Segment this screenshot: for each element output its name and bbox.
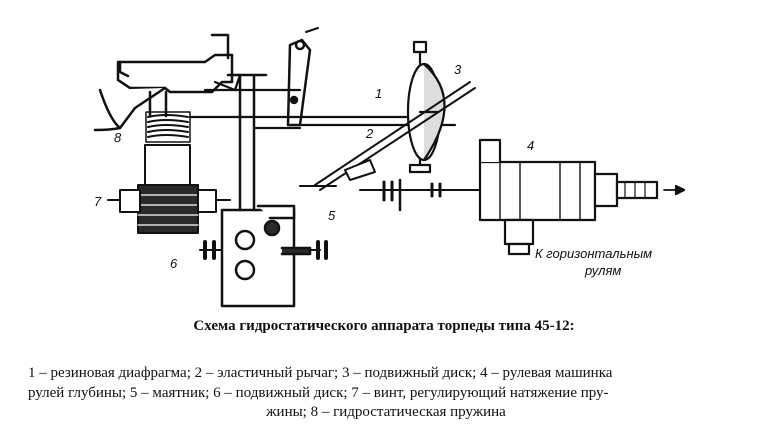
legend-line-1: 1 – резиновая диафрагма; 2 – эластичный … xyxy=(28,365,613,381)
annotation-line-1: К горизонтальным xyxy=(535,246,652,261)
label-3: 3 xyxy=(454,62,462,77)
hydrostatic-spring xyxy=(145,111,191,143)
legend-line-2: рулей глубины; 5 – маятник; 6 – подвижны… xyxy=(28,384,609,401)
hydrostatic-apparatus-diagram: 1 2 3 4 5 6 7 8 К горизонтальным рулям xyxy=(93,27,686,308)
frame-bracket xyxy=(93,33,234,132)
label-6: 6 xyxy=(170,256,178,271)
label-4: 4 xyxy=(527,138,534,153)
vertical-lever xyxy=(286,27,319,127)
elastic-lever xyxy=(299,81,476,191)
diagram-caption: Схема гидростатического аппарата торпеды… xyxy=(193,318,575,334)
label-1: 1 xyxy=(375,86,382,101)
annotation-line-2: рулям xyxy=(584,263,621,278)
label-2: 2 xyxy=(365,126,374,141)
steering-rod xyxy=(359,178,481,212)
legend-line-3: жины; 8 – гидростатическая пружина xyxy=(266,404,506,420)
steering-machine xyxy=(478,138,686,256)
label-5: 5 xyxy=(328,208,336,223)
linkage-rods xyxy=(188,73,457,130)
spring-housing xyxy=(107,144,231,234)
diaphragm-assembly xyxy=(406,40,446,174)
label-8: 8 xyxy=(114,130,122,145)
label-7: 7 xyxy=(94,194,102,209)
pendulum xyxy=(199,73,328,308)
legend: 1 – резиновая диафрагма; 2 – эластичный … xyxy=(28,364,744,423)
